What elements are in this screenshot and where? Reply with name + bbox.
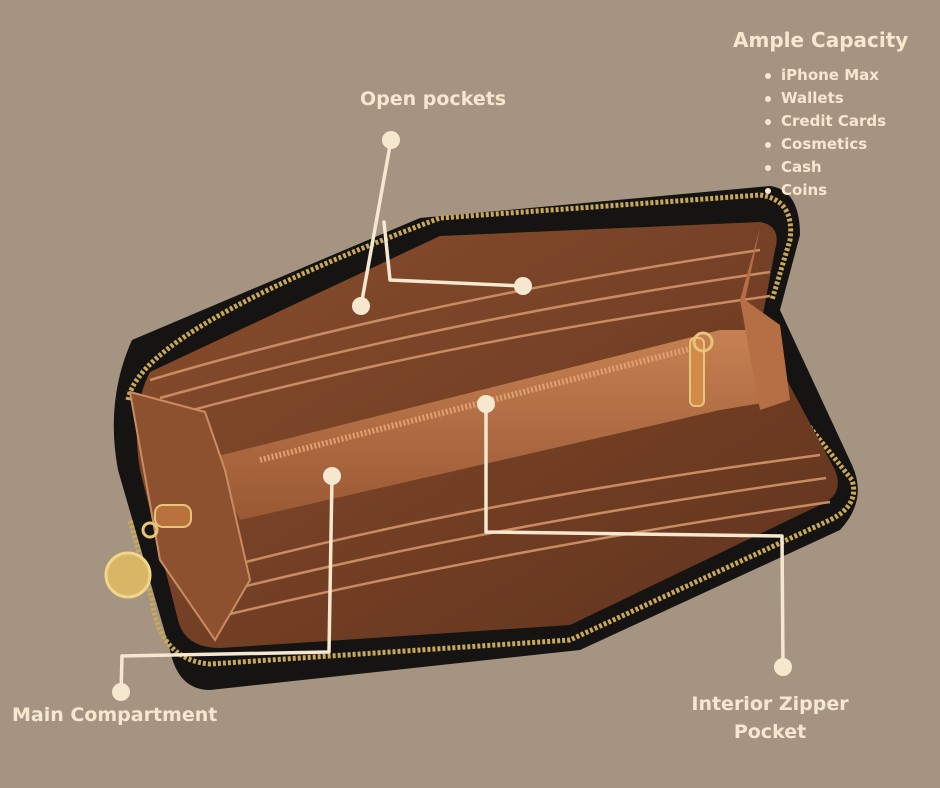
zipper-divider [210, 330, 780, 520]
callout-leaders [119, 138, 785, 694]
charm-ring [141, 521, 159, 539]
main-compartment-label: Main Compartment [12, 704, 218, 726]
main-zipper-pull [154, 504, 192, 528]
capacity-panel: Ample Capacity iPhone Max Wallets Credit… [733, 28, 933, 202]
capacity-item: Coins [765, 179, 933, 202]
zipper-pull-ring [692, 331, 714, 353]
right-gusset [740, 228, 790, 410]
card-slots-front [214, 453, 831, 616]
card-slots-back [149, 248, 771, 418]
capacity-item: Cash [765, 156, 933, 179]
capacity-item: Credit Cards [765, 110, 933, 133]
interior-zipper-label-line1: Interior Zipper [691, 693, 849, 715]
charm-icon [104, 551, 152, 599]
zipper-track-lower [127, 413, 857, 667]
zipper-pull-tab [689, 337, 705, 407]
capacity-title: Ample Capacity [733, 28, 909, 52]
capacity-list: iPhone Max Wallets Credit Cards Cosmetic… [733, 64, 933, 202]
capacity-item: Cosmetics [765, 133, 933, 156]
capacity-item: Wallets [765, 87, 933, 110]
interior-zipper-label: Interior Zipper Pocket [690, 690, 850, 746]
capacity-item: iPhone Max [765, 64, 933, 87]
interior-zipper-label-line2: Pocket [733, 721, 807, 743]
zipper-track [125, 192, 794, 401]
open-pockets-label: Open pockets [360, 88, 507, 110]
callout-dots [112, 131, 792, 701]
